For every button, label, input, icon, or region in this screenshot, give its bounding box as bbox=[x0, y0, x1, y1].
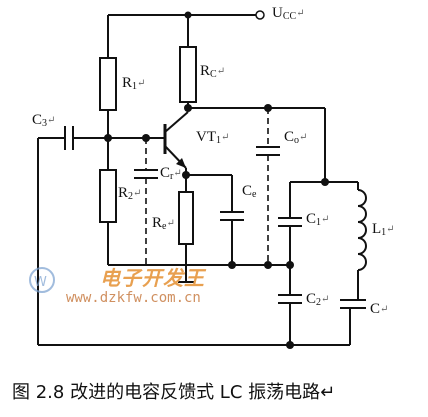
cr-label: Cr↵ bbox=[160, 165, 182, 182]
vcc-label: UCC↵ bbox=[272, 5, 305, 22]
c-label: C↵ bbox=[370, 301, 389, 317]
vcc-terminal[interactable] bbox=[255, 10, 265, 20]
c2-label: C2↵ bbox=[306, 291, 330, 308]
vt1-label: VT1↵ bbox=[196, 129, 230, 146]
r2-label: R2↵ bbox=[118, 185, 142, 202]
re-label: Re↵ bbox=[152, 215, 175, 232]
rc-resistor bbox=[179, 46, 197, 103]
rc-label: RC↵ bbox=[200, 63, 226, 80]
watermark-logo-icon: W bbox=[29, 267, 55, 293]
c1-label: C1↵ bbox=[306, 211, 330, 228]
l1-inductor bbox=[357, 189, 367, 271]
l1-label: L1↵ bbox=[372, 221, 395, 238]
watermark-text: 电子开发王 bbox=[100, 266, 205, 290]
figure-caption: 图 2.8 改进的电容反馈式 LC 振荡电路↵ bbox=[12, 382, 336, 403]
r1-label: R1↵ bbox=[122, 75, 146, 92]
r1-resistor bbox=[99, 57, 117, 111]
co-label: Co↵ bbox=[284, 129, 308, 146]
svg-text:W: W bbox=[34, 275, 47, 290]
r2-resistor bbox=[99, 169, 117, 223]
watermark-url: www.dzkfw.com.cn bbox=[66, 290, 201, 306]
re-resistor bbox=[178, 191, 194, 245]
c3-label: C3↵ bbox=[32, 112, 56, 129]
ce-label: Ce bbox=[242, 183, 257, 200]
